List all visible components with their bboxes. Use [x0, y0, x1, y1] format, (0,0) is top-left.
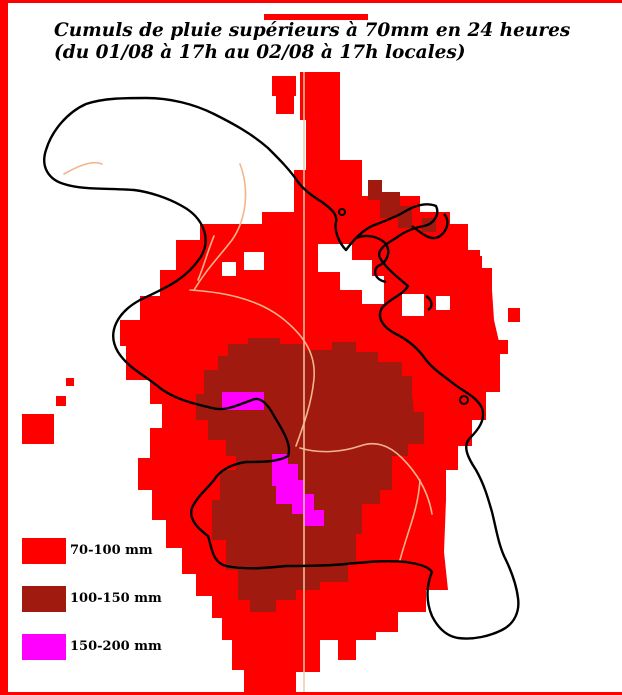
zone-150-200mm	[222, 392, 324, 526]
map-title: Cumuls de pluie supérieurs à 70mm en 24 …	[54, 20, 622, 64]
legend-label-150-200: 150-200 mm	[70, 639, 162, 654]
gap-1	[222, 262, 236, 276]
zone-70-100-west-dot	[56, 396, 66, 406]
gap-4	[402, 294, 424, 316]
zone-150-200-south	[272, 454, 324, 526]
zone-150-200-west	[222, 392, 264, 410]
map-title-line-1: Cumuls de pluie supérieurs à 70mm en 24 …	[54, 20, 571, 41]
river-north	[193, 163, 247, 291]
legend-item-100-150: 100-150 mm	[22, 586, 242, 612]
zone-100-150-northeast	[368, 180, 412, 228]
legend-swatch-70-100	[22, 538, 66, 564]
legend-item-70-100: 70-100 mm	[22, 538, 242, 564]
river-central-east	[299, 442, 433, 515]
zone-70-100-west-cell	[22, 414, 54, 444]
coastline-islet-south	[459, 395, 469, 405]
river-northwest	[63, 161, 103, 175]
zone-70-100-east-dot-2	[494, 340, 508, 354]
zone-70-100-east-cell	[466, 256, 482, 270]
river-lamentin	[197, 235, 215, 281]
rivers	[63, 161, 433, 561]
zone-gaps	[222, 244, 450, 316]
coastline-islet	[425, 295, 433, 311]
frame-top-edge	[0, 0, 622, 3]
zone-70-100-east-dot-1	[508, 308, 520, 322]
gap-5	[436, 296, 450, 310]
coastline-caravelle	[355, 234, 390, 284]
coastline-island	[43, 96, 520, 640]
zone-70-100-north-cell-1	[272, 76, 296, 96]
coastline-islet-north	[338, 208, 346, 216]
gap-2	[244, 252, 264, 270]
river-south	[399, 479, 421, 561]
gap-3	[318, 244, 384, 304]
coastline	[43, 96, 520, 640]
zone-70-100-west-dot-2	[66, 378, 74, 386]
map-title-line-2: (du 01/08 à 17h au 02/08 à 17h locales)	[54, 42, 466, 63]
coastline-bay	[411, 213, 449, 240]
frame-top-mark	[264, 14, 368, 20]
legend-swatch-100-150	[22, 586, 66, 612]
zone-70-100-north-cell-2	[276, 96, 294, 114]
legend-item-150-200: 150-200 mm	[22, 634, 242, 660]
frame-left-edge	[0, 0, 8, 695]
legend-label-100-150: 100-150 mm	[70, 591, 162, 606]
legend-swatch-150-200	[22, 634, 66, 660]
legend-label-70-100: 70-100 mm	[70, 543, 153, 558]
frame-bottom-edge	[0, 692, 622, 695]
